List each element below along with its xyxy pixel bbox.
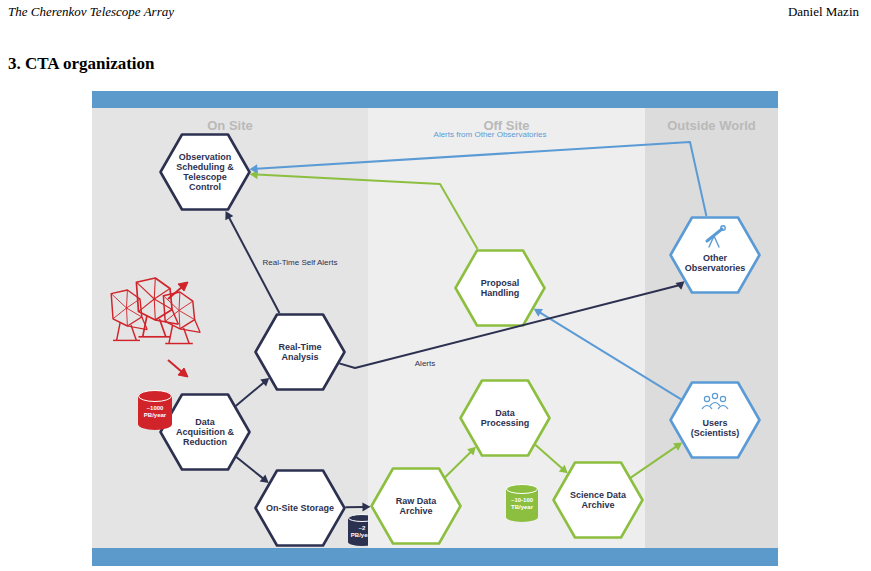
process-hexagon: Users (Scientists) [669,381,761,459]
connector-line [445,452,471,478]
arrow-head [260,474,269,483]
connector-line [339,285,680,368]
connector-line [256,142,706,216]
flow-arrow [236,457,268,483]
connector-line [631,446,677,477]
arrow-head [467,447,476,456]
arrow-head [673,442,682,450]
flow-arrow [236,378,270,406]
node-label: On-Site Storage [265,503,335,513]
arrow-head [534,309,543,317]
flow-arrow [249,142,706,216]
arrow-head [249,164,257,173]
flow-arrow [631,442,682,477]
connector-line [229,217,280,313]
flow-arrow [445,447,476,478]
storage-cylinder: ~1000 PB/year [138,390,172,430]
process-hexagon: Proposal Handling [454,249,546,327]
arrow-head [260,378,269,387]
node-label: Raw Data Archive [381,496,451,516]
arrow-head [225,211,233,220]
connector-line [535,445,562,469]
section-heading: 3. CTA organization [8,54,155,74]
storage-cylinder: ~10-100 TB/year [506,484,538,522]
telescope-arrow [168,282,188,377]
node-label: Proposal Handling [465,278,535,298]
running-header: The Cherenkov Telescope Array [8,4,174,20]
volume-label: ~1000 PB/year [140,405,170,418]
panel-bottom-band [92,548,778,566]
arrow-head [362,502,370,511]
flow-arrow [250,170,478,249]
region-heading: On Site [92,118,368,133]
process-hexagon: Raw Data Archive [370,467,462,545]
author-name: Daniel Mazin [788,4,859,20]
flow-arrow [535,445,567,474]
flow-arrow [534,309,681,400]
node-label: Users (Scientists) [680,418,750,438]
flow-arrow [225,211,279,313]
users-icon [702,393,728,409]
region-heading: Outside World [645,118,778,133]
region-band: Off SiteProposal HandlingRaw Data Archiv… [368,108,645,548]
node-label: Real-Time Analysis [265,342,335,362]
region-heading: Off Site [368,118,645,133]
flow-arrow [346,502,371,511]
panel-top-band [92,91,778,108]
volume-label: ~10-100 TB/year [508,497,536,510]
connector-line [236,457,263,479]
connector-line [257,175,478,249]
node-label: Data Processing [470,408,540,428]
connector-line [236,382,264,406]
connector-line [540,312,682,399]
region-band: Outside WorldOther ObservatoriesUsers (S… [645,108,778,548]
node-label: Observation Scheduling & Telescope Contr… [170,152,240,192]
connector-line [346,506,364,508]
observatory-icon [707,226,725,247]
region-band: On SiteObservation Scheduling & Telescop… [92,108,368,548]
arrow-head [559,465,568,474]
telescope-illustration [111,278,200,344]
node-label: Science Data Archive [563,490,633,510]
node-label: Other Observatories [680,253,750,273]
arrow-head [675,281,684,290]
node-label: Data Acquisition & Reduction [170,417,240,447]
process-hexagon: Observation Scheduling & Telescope Contr… [159,133,251,211]
flow-arrow [339,281,684,368]
